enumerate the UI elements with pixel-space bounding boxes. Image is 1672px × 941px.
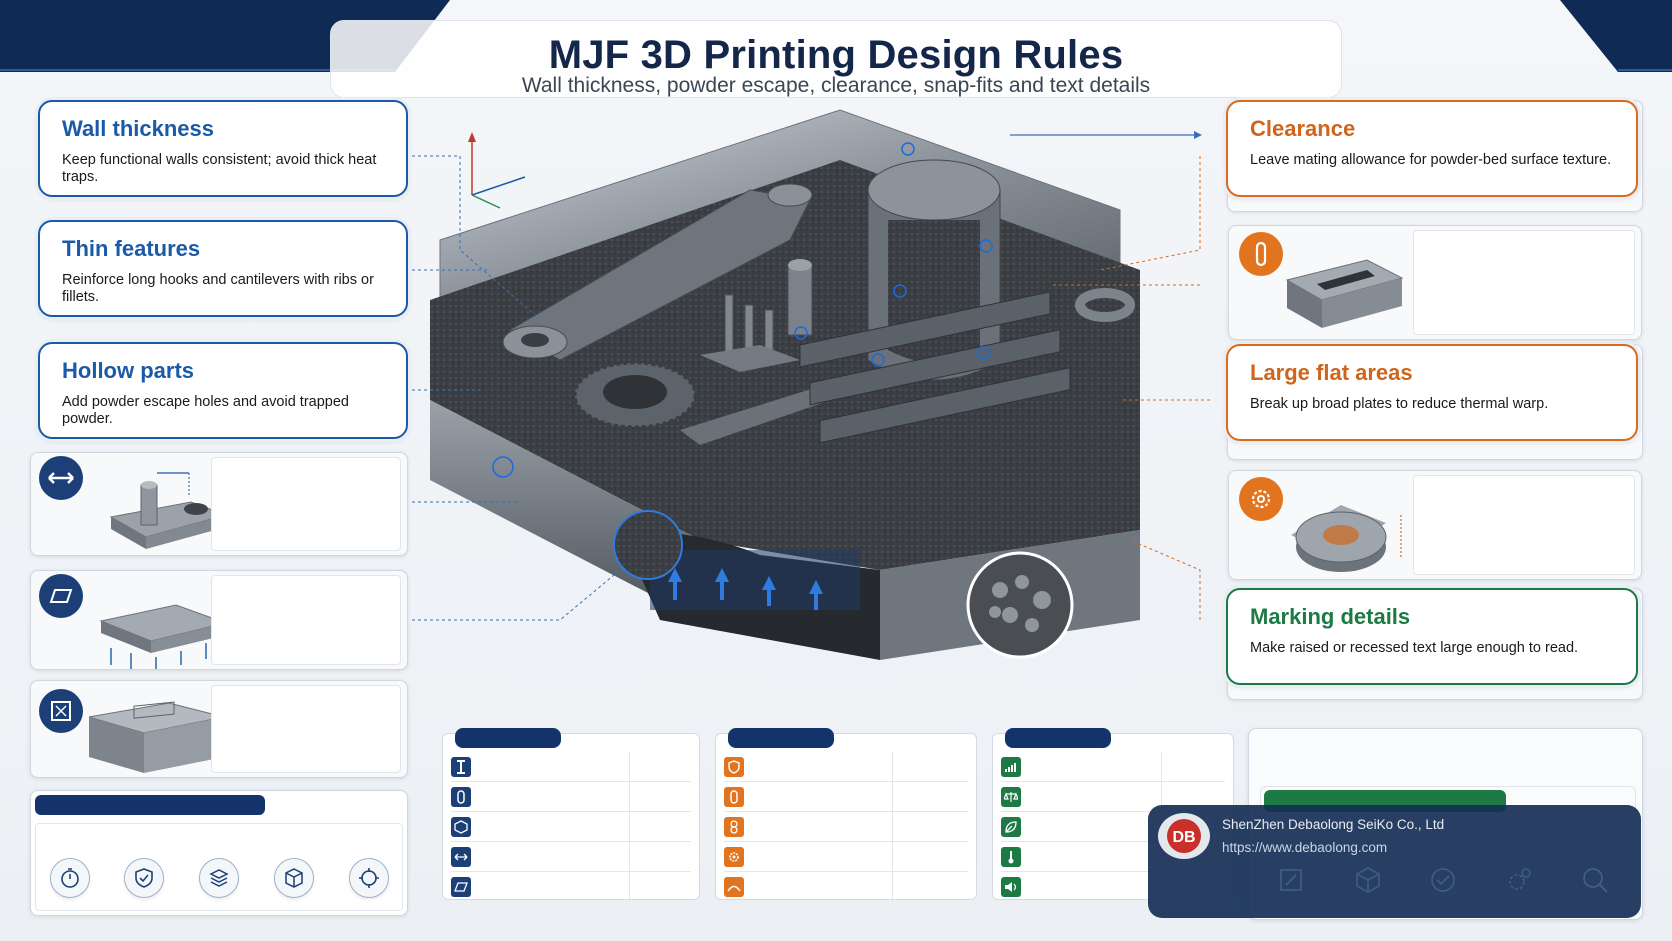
settings-icon [1504,865,1534,895]
slot-clearance-icon [1239,232,1283,276]
pin-plate-illustration [109,472,228,549]
company-name: ShenZhen Debaolong SeiKo Co., Ltd [1222,817,1445,832]
text-engrave-icon [39,689,83,733]
target-icon [349,858,389,898]
rule-title: Clearance [1250,116,1356,141]
image-card-text-area [211,457,401,551]
rule-title: Thin features [62,236,201,261]
leaf-icon [1001,817,1021,837]
rule-card-thin-features: Thin features Reinforce long hooks and c… [38,220,408,317]
image-card-pin-clearance [30,452,408,556]
arrows-horizontal-icon [451,847,471,867]
flat-plate-icon [39,574,83,618]
rule-text: Make raised or recessed text large enoug… [1250,640,1579,656]
table-header-pill [1005,728,1111,748]
table-structure [442,728,700,902]
connector-lines-right [1010,131,1210,620]
scale-icon [1001,787,1021,807]
cube-icon [451,817,471,837]
plate-icon [451,877,471,897]
check-circle-icon [1428,865,1458,895]
panel-body [35,823,403,911]
page-title: MJF 3D Printing Design Rules [548,33,1124,77]
image-card-text-area [211,575,401,665]
flat-plate-illustration [99,604,228,669]
thermometer-icon [1001,847,1021,867]
speaker-icon [1001,877,1021,897]
cube-icon [274,858,314,898]
rule-title: Marking details [1250,604,1411,629]
gear-icon [724,847,744,867]
table-mechanics [715,728,977,902]
svg-text:DB: DB [1172,829,1195,846]
text-block-illustration [88,701,225,773]
image-card-slot [1228,225,1642,340]
bar-chart-icon [1001,757,1021,777]
arrows-horizontal-icon [39,456,83,500]
company-info-overlay: DB ShenZhen Debaolong SeiKo Co., Ltd htt… [1148,805,1641,918]
build-chamber-illustration [430,109,1140,660]
chain-icon [724,817,744,837]
rule-text: Add powder escape holes and avoid trappe… [62,394,349,427]
search-icon [1580,865,1610,895]
table-header-pill [455,728,561,748]
rule-title: Hollow parts [62,358,195,383]
gear-icon [1239,477,1283,521]
shield-icon [724,757,744,777]
edit-icon [1276,865,1306,895]
rule-text: Reinforce long hooks and cantilevers wit… [62,272,374,305]
rule-card-wall-thickness: Wall thickness Keep functional walls con… [38,100,408,197]
shield-check-icon [124,858,164,898]
image-card-ring [1228,470,1642,580]
title-panel: MJF 3D Printing Design Rules Wall thickn… [330,20,1342,98]
image-card-text-area [211,685,401,773]
stopwatch-icon [50,858,90,898]
rule-text: Leave mating allowance for powder-bed su… [1250,152,1612,168]
rule-title: Wall thickness [62,116,215,141]
company-url[interactable]: https://www.debaolong.com [1222,840,1388,855]
table-header-pill [728,728,834,748]
i-beam-icon [451,757,471,777]
rule-text: Break up broad plates to reduce thermal … [1250,396,1549,412]
cube-icon [1353,865,1383,895]
rule-card-marking-details: Marking details Make raised or recessed … [1226,588,1638,685]
image-card-text-area [1413,230,1635,335]
image-card-flat-plate [30,570,408,670]
image-card-text-marking [30,680,408,778]
slot-block-illustration [1285,259,1404,328]
company-logo: DB [1158,813,1210,859]
warp-icon [724,877,744,897]
rule-title: Large flat areas [1250,360,1413,385]
slot-icon [451,787,471,807]
image-card-text-area [1413,475,1635,575]
page-subtitle: Wall thickness, powder escape, clearance… [521,74,1151,97]
panel-header-bar [35,795,265,815]
rule-card-hollow-parts: Hollow parts Add powder escape holes and… [38,342,408,439]
rule-text: Keep functional walls consistent; avoid … [62,152,377,185]
rule-card-clearance: Clearance Leave mating allowance for pow… [1226,100,1638,197]
rule-card-large-flat-areas: Large flat areas Break up broad plates t… [1226,344,1638,441]
layers-icon [199,858,239,898]
ring-illustration [1291,505,1402,572]
connector-lines [412,155,621,621]
slot-icon [724,787,744,807]
